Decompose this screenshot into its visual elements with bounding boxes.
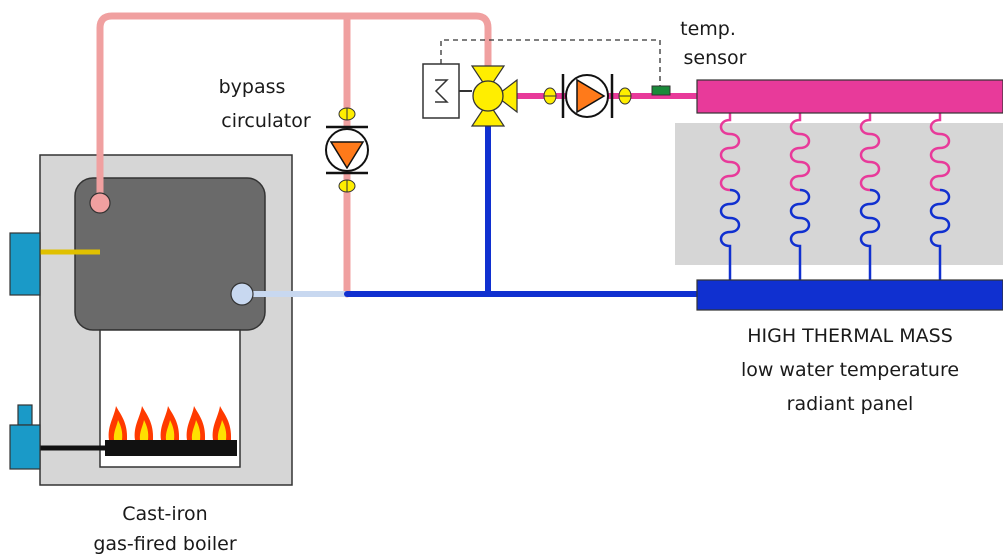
actuator-motor-icon bbox=[422, 63, 472, 119]
boiler-label-line1: Cast-iron bbox=[122, 503, 207, 525]
burner-bar bbox=[105, 440, 237, 456]
sensor-label-line1: temp. bbox=[680, 18, 736, 40]
boiler-supply-port bbox=[89, 192, 111, 214]
aquastat-box bbox=[9, 232, 41, 296]
temp-sensor-icon bbox=[651, 85, 671, 96]
boiler bbox=[9, 154, 293, 486]
boiler-supply-pipe bbox=[96, 12, 492, 204]
bypass-circulator-icon bbox=[325, 107, 369, 193]
return-manifold bbox=[696, 279, 1003, 311]
supply-circulator-icon bbox=[543, 74, 632, 118]
bypass-label-line1: bypass bbox=[219, 76, 286, 98]
sensor-label-line2: sensor bbox=[684, 47, 747, 69]
supply-manifold bbox=[696, 79, 1003, 114]
panel-label-line1: HIGH THERMAL MASS bbox=[747, 325, 953, 347]
bypass-label-line2: circulator bbox=[221, 110, 311, 132]
mixing-valve-icon bbox=[470, 65, 518, 127]
boiler-return-port bbox=[230, 282, 254, 306]
control-wiring bbox=[440, 39, 661, 87]
flame-icon bbox=[108, 406, 232, 440]
panel-label-line3: radiant panel bbox=[787, 393, 914, 415]
panel-tubing bbox=[719, 112, 951, 282]
panel-label-line2: low water temperature bbox=[741, 359, 959, 381]
gas-valve-icon bbox=[9, 404, 41, 470]
boiler-label-line2: gas-fired boiler bbox=[93, 533, 237, 555]
